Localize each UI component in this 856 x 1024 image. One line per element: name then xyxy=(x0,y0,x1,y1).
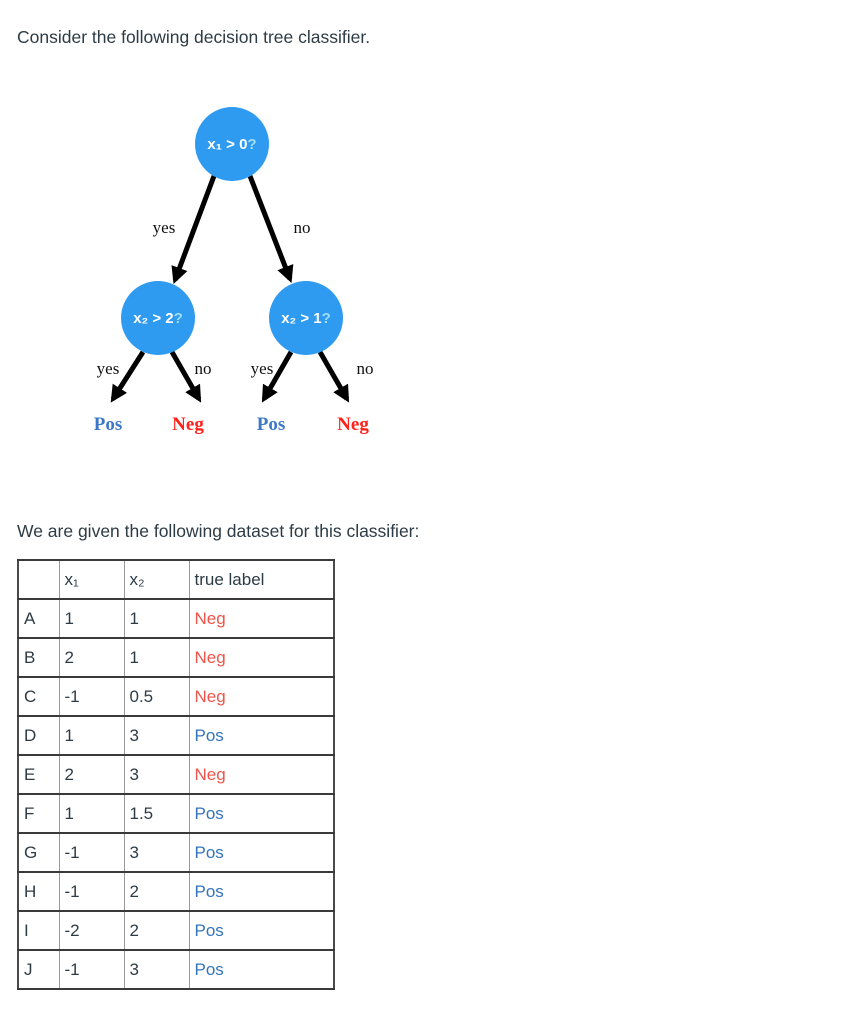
table-row: E 2 3 Neg xyxy=(17,754,335,795)
row-true-label: Pos xyxy=(188,793,335,834)
row-x1: -1 xyxy=(58,871,125,912)
tree-node-root-circle xyxy=(195,107,269,181)
row-id: F xyxy=(17,793,60,834)
row-true-label: Pos xyxy=(188,832,335,873)
row-true-label: Neg xyxy=(188,754,335,795)
table-row: D 1 3 Pos xyxy=(17,715,335,756)
tree-node-right-label: x₂ > 1? xyxy=(281,310,331,327)
header-true-label: true label xyxy=(188,559,335,600)
row-id: J xyxy=(17,949,60,990)
tree-node-root-question: x₁ > 0 xyxy=(207,136,247,153)
header-corner-cell xyxy=(17,559,60,600)
row-x1: 1 xyxy=(58,793,125,834)
tree-node-left-qmark: ? xyxy=(174,310,183,327)
tree-node-root-qmark: ? xyxy=(247,136,256,153)
row-x1: 2 xyxy=(58,754,125,795)
table-row: H -1 2 Pos xyxy=(17,871,335,912)
tree-node-root-label: x₁ > 0? xyxy=(207,136,256,153)
row-id: I xyxy=(17,910,60,951)
table-row: F 1 1.5 Pos xyxy=(17,793,335,834)
row-x2: 1 xyxy=(123,637,190,678)
tree-node-left-circle xyxy=(121,281,195,355)
row-x1: -2 xyxy=(58,910,125,951)
tree-node-right-circle xyxy=(269,281,343,355)
tree-node-right-qmark: ? xyxy=(322,310,331,327)
row-x2: 3 xyxy=(123,754,190,795)
row-id: D xyxy=(17,715,60,756)
row-true-label: Pos xyxy=(188,715,335,756)
edge-label-root-no: no xyxy=(294,218,311,237)
table-row: I -2 2 Pos xyxy=(17,910,335,951)
row-x2: 3 xyxy=(123,715,190,756)
table-row: B 2 1 Neg xyxy=(17,637,335,678)
row-true-label: Pos xyxy=(188,949,335,990)
row-x1: 1 xyxy=(58,715,125,756)
edge-label-right-yes: yes xyxy=(251,359,274,378)
leaf-label-pos-1: Pos xyxy=(94,414,123,435)
row-id: C xyxy=(17,676,60,717)
header-x1: x₁ xyxy=(58,559,125,600)
leaf-label-neg-2: Neg xyxy=(337,414,369,435)
row-x1: 2 xyxy=(58,637,125,678)
row-x2: 0.5 xyxy=(123,676,190,717)
table-header-row: x₁ x₂ true label xyxy=(17,559,335,600)
table-row: J -1 3 Pos xyxy=(17,949,335,990)
row-id: G xyxy=(17,832,60,873)
edge-label-root-yes: yes xyxy=(153,218,176,237)
row-x2: 3 xyxy=(123,949,190,990)
row-id: E xyxy=(17,754,60,795)
decision-tree-diagram: x₁ > 0? x₂ > 2? x₂ > 1? yes no yes no ye… xyxy=(94,107,374,435)
tree-node-left-question: x₂ > 2 xyxy=(133,310,173,327)
edge-label-right-no: no xyxy=(357,359,374,378)
edge-label-left-yes: yes xyxy=(97,359,120,378)
row-x2: 1.5 xyxy=(123,793,190,834)
row-id: B xyxy=(17,637,60,678)
row-true-label: Neg xyxy=(188,598,335,639)
row-id: A xyxy=(17,598,60,639)
header-x2: x₂ xyxy=(123,559,190,600)
row-x2: 2 xyxy=(123,910,190,951)
tree-edge-root-no xyxy=(247,175,294,283)
edge-label-left-no: no xyxy=(195,359,212,378)
row-true-label: Pos xyxy=(188,871,335,912)
row-true-label: Pos xyxy=(188,910,335,951)
tree-edge-left-yes xyxy=(110,350,146,403)
row-x1: -1 xyxy=(58,676,125,717)
table-row: G -1 3 Pos xyxy=(17,832,335,873)
row-x2: 1 xyxy=(123,598,190,639)
row-x2: 3 xyxy=(123,832,190,873)
table-row: C -1 0.5 Neg xyxy=(17,676,335,717)
row-id: H xyxy=(17,871,60,912)
tree-edge-root-yes xyxy=(171,175,217,284)
tree-edge-right-yes xyxy=(261,350,294,403)
row-x1: 1 xyxy=(58,598,125,639)
tree-node-right-question: x₂ > 1 xyxy=(281,310,321,327)
row-true-label: Neg xyxy=(188,676,335,717)
question-intro-text: Consider the following decision tree cla… xyxy=(17,27,371,47)
row-x1: -1 xyxy=(58,949,125,990)
tree-edge-right-no xyxy=(317,350,350,403)
dataset-intro-text: We are given the following dataset for t… xyxy=(17,521,420,541)
leaf-label-pos-2: Pos xyxy=(257,414,286,435)
tree-edge-left-no xyxy=(169,350,202,403)
dataset-table: x₁ x₂ true label A 1 1 Neg B 2 1 Neg C -… xyxy=(17,559,335,990)
row-x2: 2 xyxy=(123,871,190,912)
leaf-label-neg-1: Neg xyxy=(172,414,204,435)
table-row: A 1 1 Neg xyxy=(17,598,335,639)
row-true-label: Neg xyxy=(188,637,335,678)
tree-node-left-label: x₂ > 2? xyxy=(133,310,183,327)
row-x1: -1 xyxy=(58,832,125,873)
